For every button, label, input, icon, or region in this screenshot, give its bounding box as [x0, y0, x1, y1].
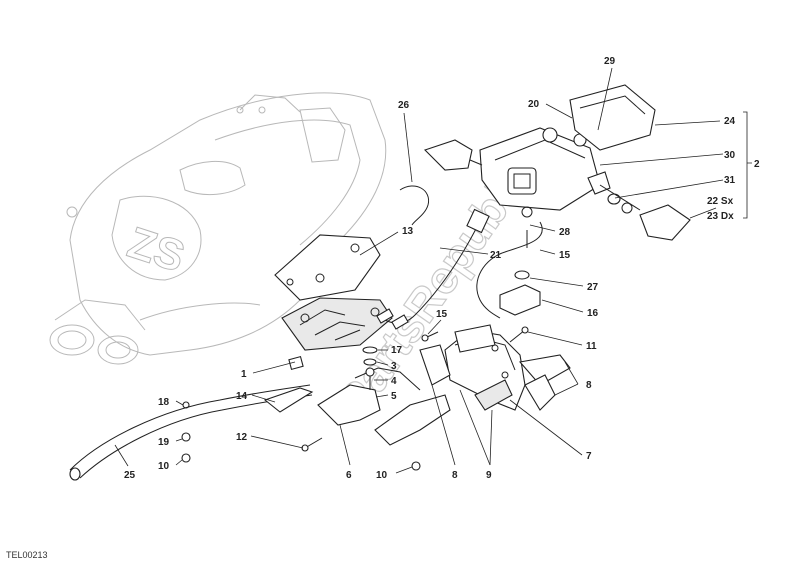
- label-22: 22 Sx: [707, 196, 734, 207]
- part-1-number-plate-bracket: [281, 297, 393, 371]
- label-15-bottom: 15: [436, 309, 448, 320]
- part-3-nut: [363, 358, 377, 366]
- label-8-bottom: 8: [452, 470, 458, 481]
- label-26: 26: [398, 100, 410, 111]
- label-15-top: 15: [559, 250, 571, 261]
- label-21: 21: [490, 250, 502, 261]
- label-17: 17: [391, 345, 403, 356]
- part-24-tail-lens: [569, 84, 656, 151]
- label-13: 13: [402, 226, 414, 237]
- part-16-plate-light: [499, 284, 541, 316]
- label-4: 4: [391, 376, 397, 387]
- label-30: 30: [724, 150, 736, 161]
- label-25: 25: [124, 470, 136, 481]
- part-17-washer: [362, 346, 378, 354]
- label-27: 27: [587, 282, 599, 293]
- label-1: 1: [241, 369, 247, 380]
- label-12: 12: [236, 432, 248, 443]
- label-3: 3: [391, 361, 397, 372]
- part-26-clip: [399, 185, 430, 226]
- label-8-right: 8: [586, 380, 592, 391]
- hardware-bolts: [181, 326, 529, 471]
- part-2-taillight-assembly: [423, 84, 691, 241]
- part-27-spacer: [514, 270, 530, 280]
- label-28: 28: [559, 227, 571, 238]
- part-23-turn-signal: [639, 204, 691, 241]
- part-5-arm: [374, 394, 451, 446]
- label-24: 24: [724, 116, 736, 127]
- label-29: 29: [604, 56, 616, 67]
- label-2: 2: [754, 159, 760, 170]
- label-23: 23 Dx: [707, 211, 734, 222]
- part-22-turn-signal: [423, 139, 473, 171]
- part-25-tube: [69, 384, 314, 481]
- label-16: 16: [587, 308, 599, 319]
- part-labels: 26 13 21 20 29 24 30 2 31 22 Sx 23 Dx 28…: [124, 56, 760, 481]
- part-8-reflector-a: [518, 354, 571, 386]
- ghost-logo: ZS: [122, 218, 191, 282]
- part-7-plate-holder: [444, 324, 526, 411]
- label-11: 11: [586, 341, 597, 352]
- label-7: 7: [586, 451, 592, 462]
- ghost-exhaust-left: [49, 324, 95, 356]
- part-19-washer: [181, 432, 191, 442]
- part-8-reflector-b: [524, 374, 556, 411]
- label-10-left: 10: [158, 461, 170, 472]
- label-10-center: 10: [376, 470, 388, 481]
- label-14: 14: [236, 391, 248, 402]
- label-19: 19: [158, 437, 170, 448]
- drawing-code: TEL00213: [6, 550, 48, 560]
- part-15-cable: [476, 221, 543, 319]
- label-31: 31: [724, 175, 736, 186]
- part-14-clamp: [263, 387, 314, 413]
- leader-lines: [114, 67, 752, 474]
- label-6: 6: [346, 470, 352, 481]
- part-9-side-plate: [419, 344, 451, 386]
- ghost-exhaust-right: [97, 335, 139, 365]
- part-13-mounting-plate: [274, 234, 381, 301]
- label-9: 9: [486, 470, 492, 481]
- label-20: 20: [528, 99, 540, 110]
- part-10-nut: [411, 461, 421, 471]
- part-6-bracket: [317, 384, 381, 426]
- label-5: 5: [391, 391, 397, 402]
- label-18: 18: [158, 397, 170, 408]
- part-31-o-ring: [621, 202, 633, 214]
